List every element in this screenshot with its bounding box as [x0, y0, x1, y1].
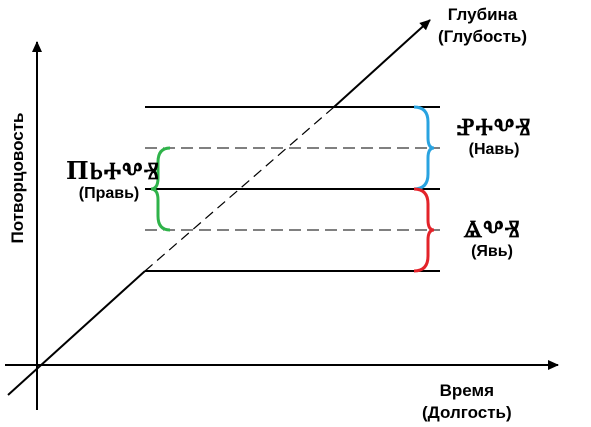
yav-brace: [413, 187, 435, 273]
yav-name: (Явь): [471, 243, 513, 260]
depth-label: Глубина: [447, 5, 518, 24]
depth-sublabel: (Глубость): [438, 27, 528, 46]
depth-axis-upper: [333, 19, 431, 108]
nav-glyph: ⰐⰀⰂⰠ: [456, 112, 532, 141]
time-sublabel: (Долгость): [422, 403, 512, 422]
nav-name: (Навь): [468, 141, 520, 158]
time-axis-label: Время (Долгость): [422, 380, 512, 424]
yav-glyph: ⰡⰂⰠ: [463, 214, 521, 243]
prav-name: (Правь): [78, 185, 140, 202]
nav-brace: [413, 105, 435, 191]
prav-glyph: ПⰓⰀⰂⰠ: [66, 156, 160, 185]
depth-axis-dashed: [144, 106, 335, 272]
depth-axis-lower: [7, 270, 146, 396]
time-label: Время: [439, 381, 495, 400]
prav-label: ПⰓⰀⰂⰠ (Правь): [66, 156, 160, 203]
yav-label: ⰡⰂⰠ (Явь): [458, 214, 526, 261]
vertical-axis-label: Потворцовость: [8, 112, 27, 244]
nav-label: ⰐⰀⰂⰠ (Навь): [456, 112, 532, 159]
depth-axis-label: Глубина (Глубость): [438, 4, 527, 48]
prav-brace: [150, 146, 171, 232]
